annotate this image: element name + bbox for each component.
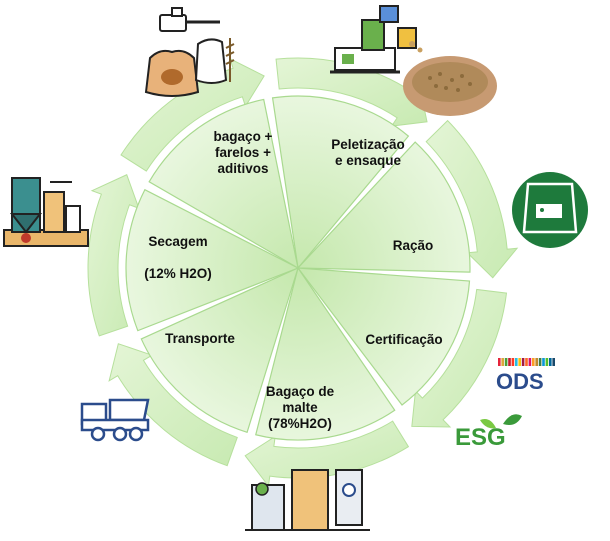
ods-color-bar	[501, 358, 504, 366]
ods-color-bar	[521, 358, 525, 366]
segment-racao	[296, 267, 471, 406]
ods-color-bar	[508, 358, 511, 366]
ring-arrow-transporte	[87, 174, 140, 337]
esg-logo: ESG	[455, 414, 522, 451]
segment-pellet	[296, 141, 471, 273]
ods-color-bar	[528, 358, 532, 366]
svg-text:ODS: ODS	[496, 369, 544, 394]
ring-arrow-bagaco	[108, 343, 238, 467]
segment-secagem	[148, 98, 299, 270]
ods-color-bar	[538, 358, 542, 366]
ods-color-bar	[504, 358, 508, 366]
dump-truck-icon	[80, 398, 150, 442]
segment-label-racao: Ração	[392, 238, 434, 253]
segment-label-mix: bagaço + farelos + aditivos	[213, 129, 273, 176]
ring-arrow-mix	[275, 57, 428, 127]
ods-color-bar	[552, 358, 555, 366]
ods-color-bar	[511, 358, 515, 366]
ods-color-bar	[542, 358, 545, 366]
ods-color-bar	[525, 358, 528, 366]
ods-color-bar	[515, 358, 518, 366]
ring-arrows	[87, 57, 519, 488]
ring-arrow-racao	[411, 288, 508, 428]
ods-color-bar	[545, 358, 549, 366]
svg-text:ESG: ESG	[455, 424, 506, 451]
pie-segments	[125, 95, 471, 441]
ods-color-bar	[518, 358, 521, 366]
segment-label-cert: Certificação	[365, 332, 443, 347]
ring-arrow-cert	[244, 420, 410, 488]
ods-color-bar	[535, 358, 538, 366]
brewery-tanks-icon	[245, 469, 370, 531]
ring-arrow-secagem	[120, 57, 265, 172]
flour-sacks-scale-icon	[144, 7, 235, 97]
ods-color-bar	[549, 358, 552, 366]
segment-mix	[271, 95, 410, 270]
segment-label-pellet: Peletização e ensaque	[331, 137, 405, 168]
ods-color-bar	[532, 358, 535, 366]
pellet-machine-icon	[330, 5, 423, 74]
feed-bag-cow-icon	[512, 172, 588, 248]
ods-logo: ODS	[496, 358, 555, 394]
ring-arrow-pellet	[425, 119, 519, 279]
ods-color-bar	[498, 358, 501, 366]
segment-bagaco	[140, 266, 299, 434]
segment-label-secagem: Secagem (12% H2O)	[144, 234, 212, 281]
grains-in-hands-icon	[403, 56, 497, 116]
segment-transporte	[125, 188, 300, 332]
segment-cert	[255, 266, 396, 441]
grain-dryer-icon	[3, 177, 89, 247]
segment-label-transporte: Transporte	[165, 331, 235, 346]
segment-label-bagaco: Bagaço de malte (78%H2O)	[265, 384, 335, 431]
